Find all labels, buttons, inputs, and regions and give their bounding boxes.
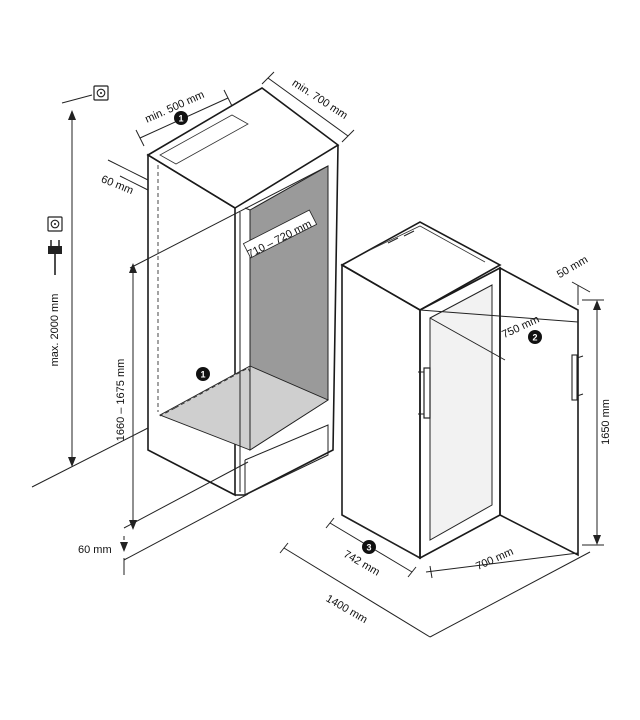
label-top-gap: 60 mm — [99, 173, 135, 197]
dim-ceiling-height: max. 2000 mm — [49, 94, 93, 467]
badge-ventilation-top: 1 — [174, 111, 188, 125]
dim-appliance-width: 700 mm — [425, 546, 579, 579]
dim-door-gap: 50 mm — [555, 254, 591, 305]
svg-text:3: 3 — [366, 543, 371, 553]
socket-icon — [47, 216, 63, 232]
socket-icon — [93, 85, 109, 101]
niche-floor — [158, 365, 329, 451]
dim-niche-height: 1660 – 1675 mm — [115, 263, 137, 530]
dim-bottom-gap: 60 mm — [78, 461, 249, 575]
dim-appliance-height: 1650 mm — [582, 299, 612, 546]
badge-ventilation-bottom: 1 — [196, 367, 210, 381]
label-bottom-gap: 60 mm — [78, 544, 112, 556]
appliance-cabinet — [340, 221, 584, 560]
badge-door-clearance: 2 — [528, 330, 542, 344]
svg-text:1: 1 — [178, 114, 183, 124]
label-ceiling-height: max. 2000 mm — [49, 294, 61, 367]
niche-cabinet — [146, 87, 340, 497]
label-appliance-width: 700 mm — [474, 546, 515, 573]
label-appliance-height: 1650 mm — [600, 399, 612, 445]
glass-door — [429, 284, 493, 541]
svg-text:2: 2 — [532, 333, 537, 343]
label-door-gap: 50 mm — [555, 254, 590, 281]
label-total-clearance: 1400 mm — [324, 593, 370, 626]
badge-depth-marker: 3 — [362, 540, 376, 554]
label-niche-height: 1660 – 1675 mm — [115, 359, 127, 442]
dim-niche-depth: min. 700 mm — [261, 71, 355, 143]
plug-icon — [48, 240, 62, 275]
svg-text:1: 1 — [200, 370, 205, 380]
label-appliance-depth: 742 mm — [341, 548, 381, 578]
dim-top-gap: 60 mm — [99, 159, 149, 197]
